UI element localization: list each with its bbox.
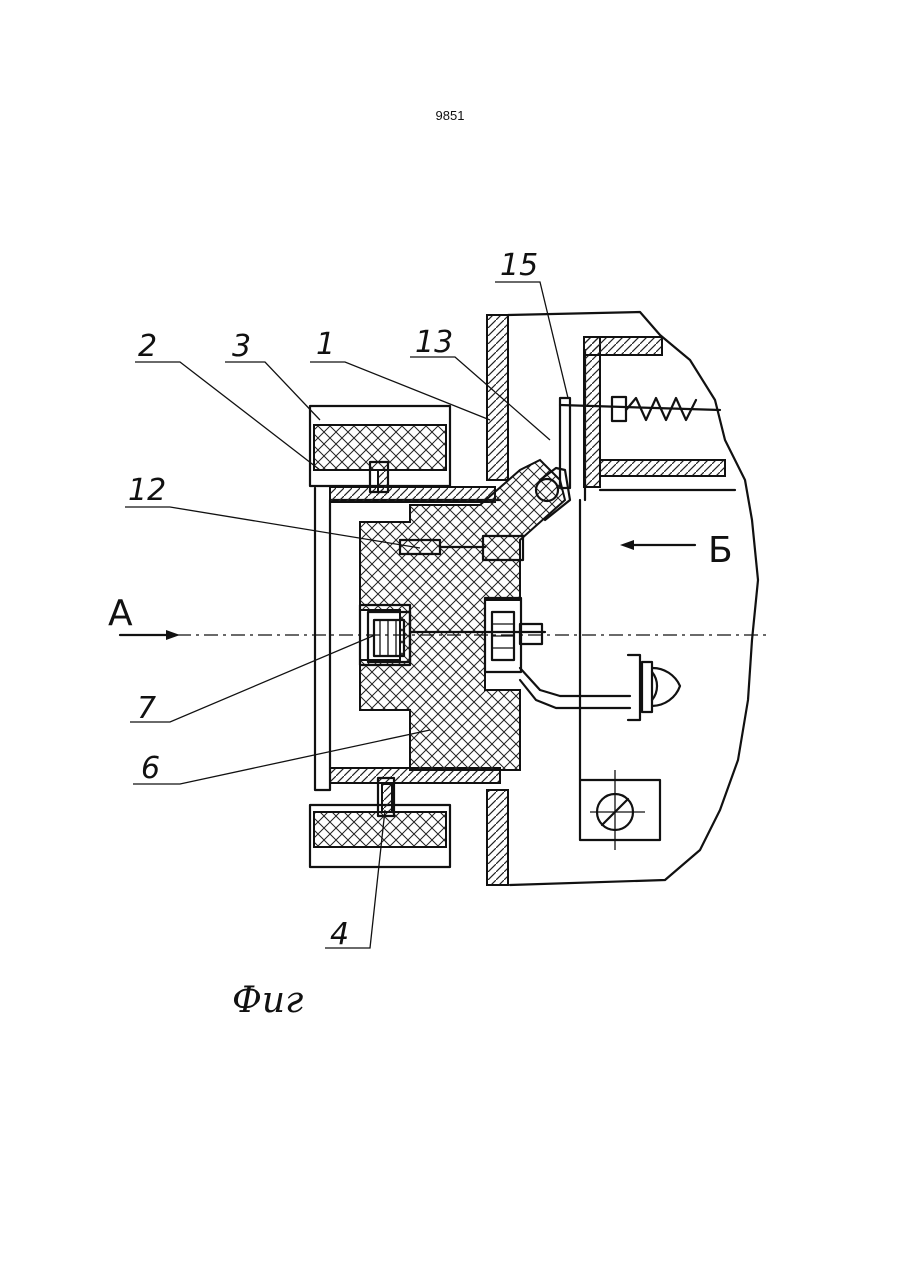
label-view-a: А — [108, 593, 133, 634]
figure-caption: Фиг — [232, 980, 303, 1021]
label-part-13: 13 — [415, 325, 453, 360]
label-part-7: 7 — [137, 691, 156, 726]
view-arrow-b — [620, 540, 695, 550]
inner-frame — [580, 337, 735, 840]
label-part-12: 12 — [128, 473, 166, 508]
label-part-2: 2 — [138, 329, 157, 364]
label-view-b: Б — [708, 530, 733, 571]
label-part-3: 3 — [232, 329, 251, 364]
housing-outline — [508, 312, 758, 885]
insulator-body-6 — [360, 460, 565, 770]
label-part-6: 6 — [141, 751, 160, 786]
label-part-1: 1 — [316, 327, 335, 362]
label-part-15: 15 — [500, 248, 538, 283]
contact-7 — [368, 612, 410, 662]
label-part-4: 4 — [330, 917, 349, 952]
screw-head — [590, 770, 645, 850]
cable-and-lamp — [520, 655, 680, 720]
